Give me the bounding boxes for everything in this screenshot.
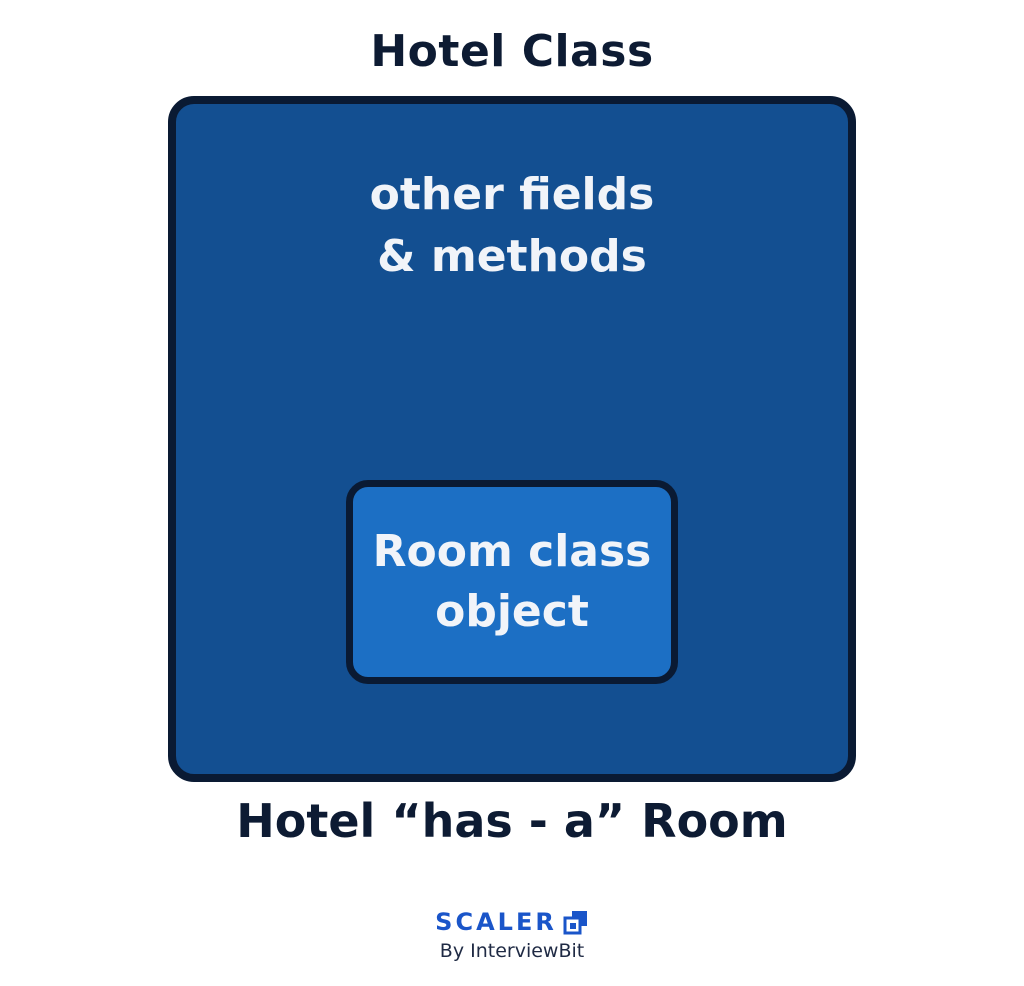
hotel-fields-line-1: other fields (369, 169, 655, 220)
scaler-cube-icon (563, 911, 587, 935)
room-object-box: Room class object (346, 480, 678, 684)
room-object-label: Room class object (373, 522, 652, 642)
logo-brand: SCALER (435, 908, 557, 936)
room-object-line-1: Room class (372, 526, 652, 577)
scaler-logo: SCALER By InterviewBit (0, 908, 1024, 962)
diagram-title: Hotel Class (370, 26, 654, 77)
logo-tagline: By InterviewBit (439, 940, 585, 962)
room-object-line-2: object (435, 586, 589, 637)
hotel-fields-label: other fields & methods (176, 164, 848, 288)
relationship-caption: Hotel “has - a” Room (236, 794, 788, 848)
hotel-class-box: other fields & methods Room class object (168, 96, 856, 782)
hotel-fields-line-2: & methods (377, 231, 647, 282)
